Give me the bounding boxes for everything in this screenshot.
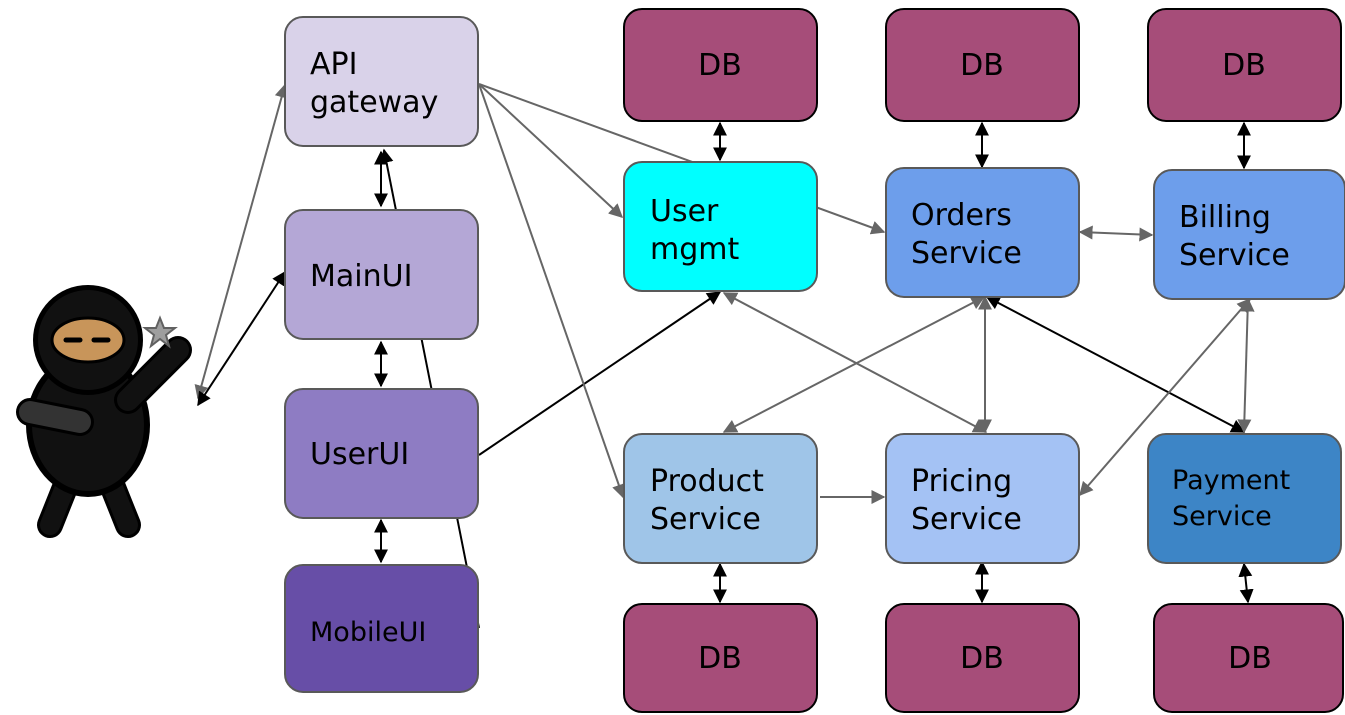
payment-service-box (1147, 433, 1342, 564)
ninja-icon (16, 285, 192, 538)
db-product-box (623, 603, 818, 713)
db-product-label: DB (698, 641, 742, 676)
billing-service-node[interactable]: Billing Service (1153, 169, 1345, 300)
product-service-node[interactable]: Product Service (623, 433, 818, 564)
mobileui-node[interactable]: MobileUI (284, 564, 479, 693)
edge-userui-user-mgmt (478, 291, 722, 456)
api-gateway-label-line2: gateway (310, 85, 438, 120)
product-service-label-line2: Service (650, 502, 761, 537)
user-mgmt-label-line2: mgmt (650, 232, 739, 267)
edge-actor-api-gateway (194, 83, 289, 400)
userui-box (284, 388, 479, 519)
api-gateway-label-line1: API (310, 47, 357, 82)
userui-node[interactable]: UserUI (284, 388, 479, 519)
user-mgmt-node[interactable]: User mgmt (623, 161, 818, 292)
pricing-service-node[interactable]: Pricing Service (885, 433, 1080, 564)
product-service-label-line1: Product (650, 464, 764, 499)
db-billing-node[interactable]: DB (1147, 8, 1342, 122)
payment-service-node[interactable]: Payment Service (1147, 433, 1342, 564)
db-orders-box (885, 8, 1080, 122)
db-billing-label: DB (1222, 48, 1266, 83)
mainui-node[interactable]: MainUI (284, 209, 479, 340)
nodes: API gateway MainUI UserUI MobileUI User … (284, 8, 1345, 713)
edge-api-gateway-product (478, 83, 626, 499)
db-product-node[interactable]: DB (623, 603, 818, 713)
db-user-mgmt-label: DB (698, 48, 742, 83)
db-payment-node[interactable]: DB (1153, 603, 1344, 713)
db-pricing-label: DB (960, 641, 1004, 676)
billing-service-label-line2: Service (1179, 238, 1290, 273)
db-pricing-box (885, 603, 1080, 713)
svg-text:Orders Service: Orders Service (911, 198, 1022, 271)
db-payment-box (1153, 603, 1344, 713)
pricing-service-box (885, 433, 1080, 564)
userui-label: UserUI (310, 437, 409, 472)
billing-service-box (1153, 169, 1345, 300)
mobileui-label: MobileUI (310, 617, 426, 648)
svg-text:Billing Service: Billing Service (1179, 200, 1290, 273)
edge-payment-db (1238, 562, 1254, 604)
user-mgmt-label-line1: User (650, 194, 719, 229)
billing-service-label-line1: Billing (1179, 200, 1271, 235)
svg-text:User mgmt: User mgmt (650, 194, 739, 267)
svg-text:API gateway: API gateway (310, 47, 438, 120)
product-service-box (623, 433, 818, 564)
db-billing-box (1147, 8, 1342, 122)
db-orders-label: DB (960, 48, 1004, 83)
edge-orders-billing (1078, 225, 1154, 242)
orders-service-box (885, 167, 1080, 298)
edge-actor-mainui (197, 270, 286, 407)
api-gateway-box (284, 16, 479, 147)
mainui-box (284, 209, 479, 340)
svg-text:Product Service: Product Service (650, 464, 773, 537)
shuriken-star-icon (142, 315, 178, 349)
edge-billing-pricing (1079, 297, 1251, 497)
db-user-mgmt-box (623, 8, 818, 122)
db-orders-node[interactable]: DB (885, 8, 1080, 122)
edge-api-gateway-user-mgmt (478, 83, 624, 218)
user-mgmt-box (623, 161, 818, 292)
db-user-mgmt-node[interactable]: DB (623, 8, 818, 122)
pricing-service-label-line1: Pricing (911, 464, 1012, 499)
payment-service-label-line1: Payment (1172, 465, 1290, 496)
db-pricing-node[interactable]: DB (885, 603, 1080, 713)
svg-text:Payment Service: Payment Service (1172, 465, 1299, 532)
orders-service-label-line1: Orders (911, 198, 1012, 233)
payment-service-label-line2: Service (1172, 501, 1272, 532)
svg-text:Pricing Service: Pricing Service (911, 464, 1022, 537)
pricing-service-label-line2: Service (911, 502, 1022, 537)
api-gateway-node[interactable]: API gateway (284, 16, 479, 147)
edge-orders-product (722, 296, 986, 433)
mainui-label: MainUI (310, 259, 412, 294)
edge-billing-payment (1237, 297, 1255, 434)
orders-service-label-line2: Service (911, 236, 1022, 271)
edge-orders-payment (985, 296, 1246, 433)
db-payment-label: DB (1228, 641, 1272, 676)
orders-service-node[interactable]: Orders Service (885, 167, 1080, 298)
mobileui-box (284, 564, 479, 693)
